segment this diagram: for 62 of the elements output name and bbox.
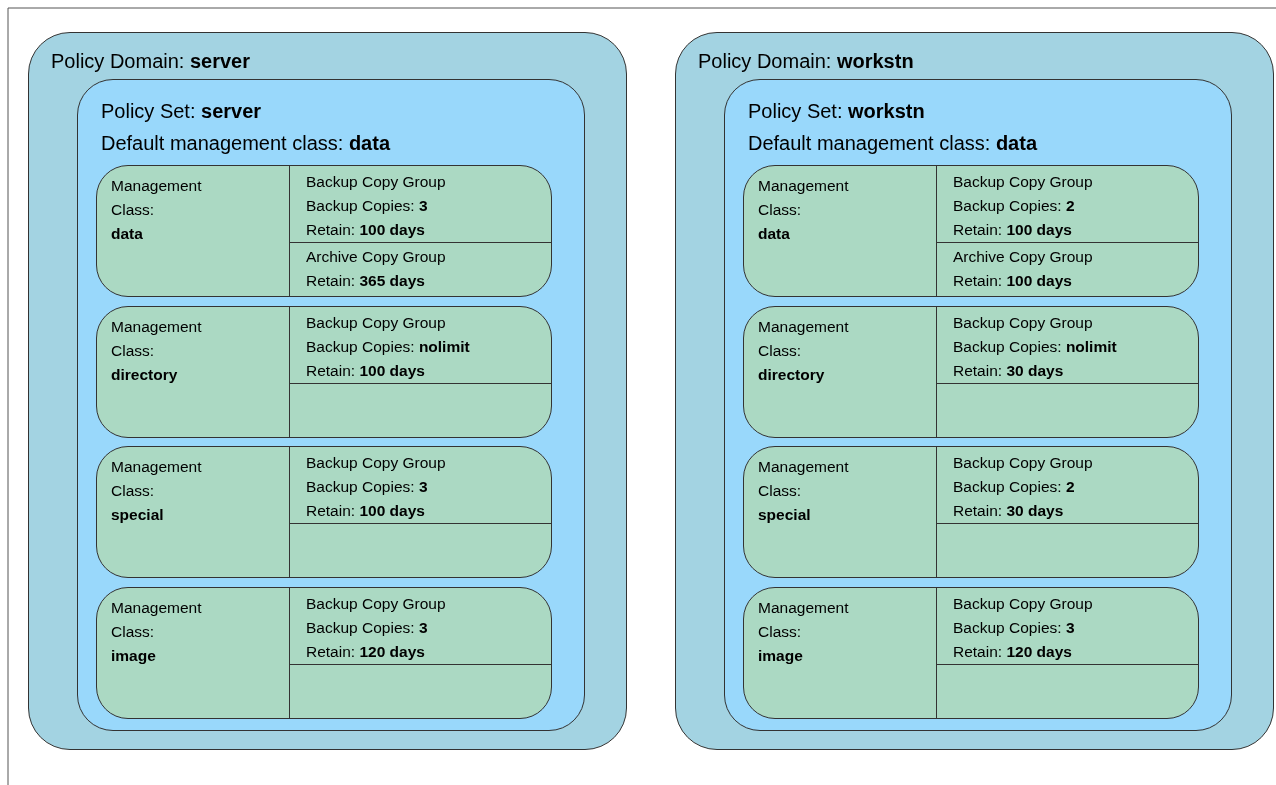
copy-group-cell xyxy=(936,523,1198,577)
group-title: Backup Copy Group xyxy=(306,172,446,192)
policy-set-panel xyxy=(77,79,585,731)
class-name: Management Class: directory xyxy=(111,316,203,385)
copy-group-cell xyxy=(289,663,551,718)
setting-text: Retain: 100 days xyxy=(306,501,425,521)
management-class-card xyxy=(96,446,552,578)
class-name: Management Class: image xyxy=(111,597,203,666)
group-title: Backup Copy Group xyxy=(953,172,1093,192)
management-class-card xyxy=(743,305,1199,438)
class-name: Management Class: image xyxy=(758,597,850,666)
management-class-card xyxy=(743,165,1199,297)
policy-domain-panel xyxy=(28,32,627,750)
setting-text: Backup Copies: nolimit xyxy=(306,336,470,357)
group-title: Backup Copy Group xyxy=(953,593,1093,614)
setting-text: Backup Copies: 2 xyxy=(953,477,1075,497)
setting-text: Retain: 30 days xyxy=(953,501,1064,521)
domain-title: Policy Domain: workstn xyxy=(698,50,914,73)
setting-text: Backup Copies: nolimit xyxy=(953,336,1117,357)
setting-text: Backup Copies: 3 xyxy=(953,617,1075,638)
group-title: Backup Copy Group xyxy=(306,593,446,614)
class-name: Management Class: special xyxy=(758,457,850,525)
setting-text: Retain: 120 days xyxy=(306,641,425,662)
setting-text: Retain: 100 days xyxy=(306,220,425,240)
copy-group-cell xyxy=(936,382,1198,437)
group-title: Backup Copy Group xyxy=(306,453,446,473)
management-class-card xyxy=(96,305,552,438)
setting-text: Retain: 120 days xyxy=(953,641,1072,662)
class-name: Management Class: data xyxy=(111,176,203,244)
class-name: Management Class: directory xyxy=(758,316,850,385)
policy-set-title: Policy Set: workstn xyxy=(748,100,925,123)
group-title: Archive Copy Group xyxy=(306,247,446,267)
default-class-label: Default management class: data xyxy=(101,132,391,155)
group-title: Backup Copy Group xyxy=(306,312,446,333)
default-class-label: Default management class: data xyxy=(748,132,1038,155)
management-class-card xyxy=(743,446,1199,578)
policy-set-panel xyxy=(724,79,1232,731)
group-title: Backup Copy Group xyxy=(953,312,1093,333)
setting-text: Retain: 100 days xyxy=(953,220,1072,240)
setting-text: Backup Copies: 2 xyxy=(953,196,1075,216)
copy-group-cell xyxy=(936,663,1198,718)
setting-text: Retain: 100 days xyxy=(306,360,425,381)
copy-group-cell xyxy=(289,382,551,437)
group-title: Archive Copy Group xyxy=(953,247,1093,267)
policy-domain-panel xyxy=(675,32,1274,750)
class-name: Management Class: data xyxy=(758,176,850,244)
class-name: Management Class: special xyxy=(111,457,203,525)
copy-group-cell xyxy=(289,242,551,296)
copy-group-cell xyxy=(289,523,551,577)
management-class-card xyxy=(96,165,552,297)
policy-set-title: Policy Set: server xyxy=(101,100,262,123)
setting-text: Backup Copies: 3 xyxy=(306,196,428,216)
copy-group-cell xyxy=(936,242,1198,296)
management-class-card xyxy=(743,586,1199,719)
management-class-card xyxy=(96,586,552,719)
domain-title: Policy Domain: server xyxy=(51,50,250,73)
setting-text: Retain: 30 days xyxy=(953,360,1064,381)
group-title: Backup Copy Group xyxy=(953,453,1093,473)
setting-text: Retain: 100 days xyxy=(953,271,1072,291)
setting-text: Backup Copies: 3 xyxy=(306,617,428,638)
setting-text: Backup Copies: 3 xyxy=(306,477,428,497)
setting-text: Retain: 365 days xyxy=(306,271,425,291)
